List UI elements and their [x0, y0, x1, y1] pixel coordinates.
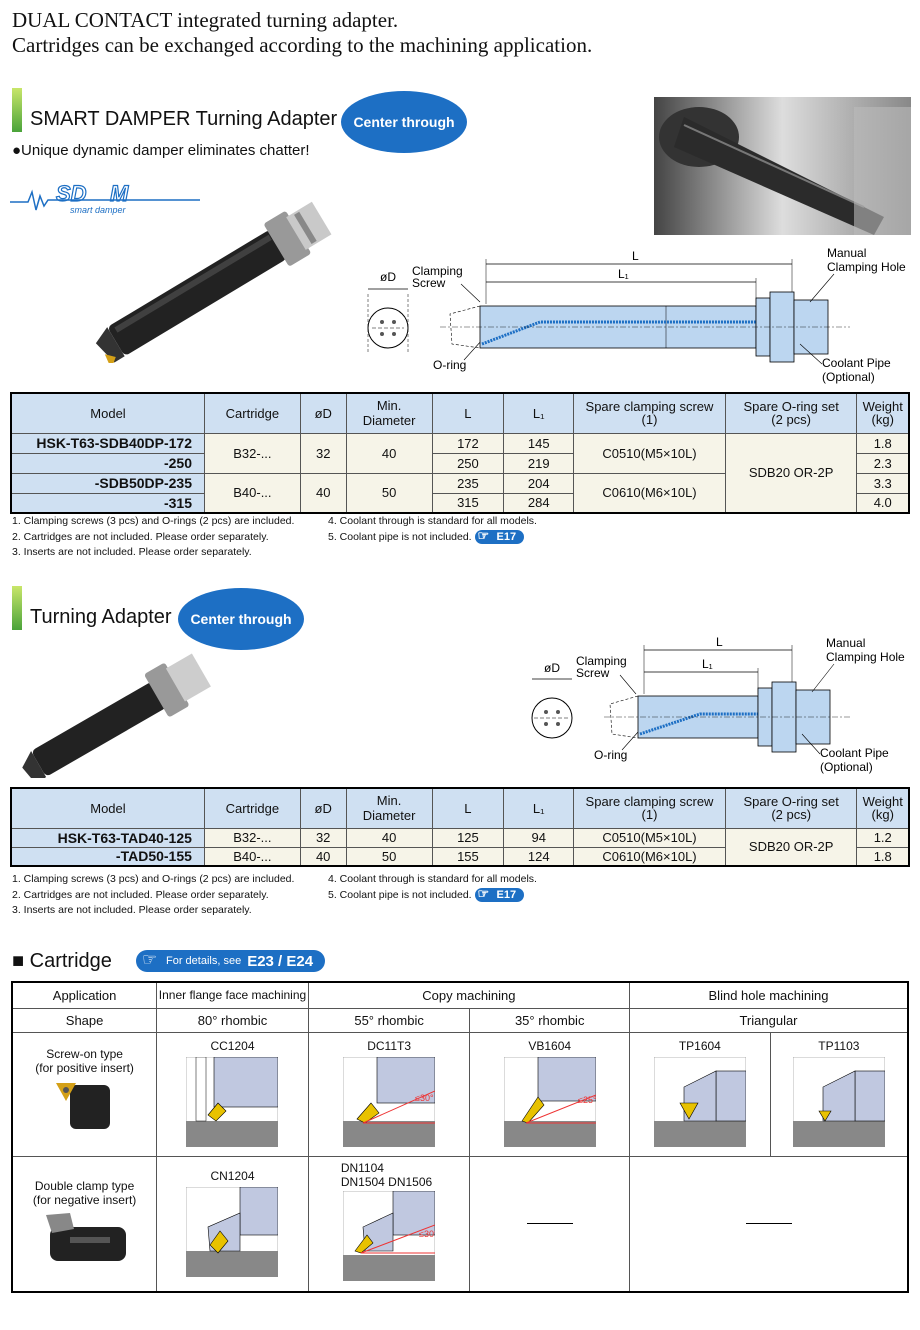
cartridge-table: Application Inner flange face machining … — [11, 981, 909, 1293]
cartridge-title: ■ Cartridge — [12, 950, 112, 972]
optional-label: (Optional) — [820, 760, 873, 774]
cn1204-diagram — [186, 1186, 279, 1277]
th-weight: Weight (kg) — [856, 392, 910, 434]
intro-line-2: Cartridges can be exchanged according to… — [12, 33, 593, 57]
smart-damper-tool-image — [95, 201, 332, 363]
svg-text:≤25°: ≤25° — [578, 1095, 596, 1105]
table-row: Double clamp type (for negative insert) … — [11, 1155, 909, 1293]
section-bar — [12, 88, 22, 132]
th-L: L — [431, 392, 505, 434]
pointing-hand-icon: ☞ — [142, 950, 158, 969]
th-L1: L₁ — [503, 392, 575, 434]
section2-spec-table: Model Cartridge øD Min. Diameter L L₁ Sp… — [10, 787, 910, 867]
L1-label: L₁ — [618, 267, 629, 281]
screw-on-cartridge-image — [55, 1082, 110, 1129]
manual-hole-label: Manual — [826, 636, 865, 650]
logo-subtext: smart damper — [70, 205, 127, 215]
phiD-label: øD — [380, 270, 396, 284]
svg-text:≤30°: ≤30° — [419, 1229, 435, 1239]
ref-e17-link[interactable]: E17 — [474, 887, 525, 902]
table-row: -SDB50DP-235 B40-... 40 50 235 204 C0610… — [10, 472, 910, 514]
section1-title: SMART DAMPER Turning Adapter — [30, 108, 338, 130]
vb1604-diagram: ≤25° — [503, 1056, 597, 1147]
manual-hole-label: Manual — [827, 246, 866, 260]
table-row: -TAD50-155 B40-... 40 50 155 124 C0610(M… — [10, 846, 910, 867]
svg-text:Screw: Screw — [412, 276, 446, 290]
th-d: øD — [299, 392, 347, 434]
section2-notes-left: 1. Clamping screws (3 pcs) and O-rings (… — [12, 873, 295, 916]
th-oring: Spare O-ring set (2 pcs) — [724, 392, 858, 434]
svg-text:Clamping Hole: Clamping Hole — [827, 260, 906, 274]
smart-damper-logo: SD M smart damper — [10, 182, 200, 215]
section2-title: Turning Adapter — [30, 606, 172, 628]
th-cartridge: Cartridge — [203, 392, 301, 434]
th-min: Min. Diameter — [345, 392, 433, 434]
section2-dimension-diagram: øD Clamping Screw O-ring L L₁ Manual Cla… — [531, 635, 905, 774]
svg-text:SD: SD — [56, 182, 87, 206]
L-label: L — [716, 635, 723, 649]
section1-bullet: ●Unique dynamic damper eliminates chatte… — [12, 142, 310, 159]
table-row: HSK-T63-TAD40-125 B32-... 32 40 125 94 C… — [10, 827, 910, 867]
oring-label: O-ring — [594, 748, 627, 762]
intro-line-1: DUAL CONTACT integrated turning adapter. — [12, 8, 399, 32]
section1-notes-right: 4. Coolant through is standard for all m… — [328, 514, 537, 545]
tp1103-diagram — [792, 1056, 886, 1147]
svg-text:Screw: Screw — [576, 666, 610, 680]
table-row: -315 315 284 4.0 — [10, 492, 910, 514]
svg-text:≤30°: ≤30° — [415, 1093, 434, 1103]
clamping-screw-label: Clamping — [576, 654, 627, 668]
center-through-badge: Center through — [341, 91, 467, 153]
coolant-pipe-label: Coolant Pipe — [820, 746, 889, 760]
svg-text:Clamping Hole: Clamping Hole — [826, 650, 905, 664]
coolant-pipe-label: Coolant Pipe — [822, 356, 891, 370]
section2-notes-right: 4. Coolant through is standard for all m… — [328, 872, 537, 903]
svg-text:M: M — [110, 182, 129, 206]
L-label: L — [632, 249, 639, 263]
L1-label: L₁ — [702, 657, 713, 671]
section1-dimension-diagram: øD Clamping Screw O-ring L L₁ Manual Cla… — [367, 246, 906, 384]
table-row: Screw-on type (for positive insert) CC12… — [11, 1031, 909, 1157]
turning-adapter-tool-image — [22, 653, 211, 778]
optional-label: (Optional) — [822, 370, 875, 384]
section1-notes-left: 1. Clamping screws (3 pcs) and O-rings (… — [12, 515, 295, 558]
dc11t3-diagram: ≤30° — [342, 1056, 436, 1147]
clamping-screw-label: Clamping — [412, 264, 463, 278]
cartridge-details-link[interactable]: ☞ For details, see E23 / E24 — [136, 950, 326, 972]
tp1604-diagram — [653, 1056, 747, 1147]
empty-cell-dash — [526, 1223, 573, 1225]
intro-text: DUAL CONTACT integrated turning adapter.… — [12, 8, 592, 58]
section-bar — [12, 586, 22, 630]
ref-e17-link[interactable]: E17 — [474, 529, 525, 544]
th-screw: Spare clamping screw (1) — [573, 392, 726, 434]
double-clamp-cartridge-image — [45, 1212, 126, 1261]
dn1104-diagram: ≤30° — [342, 1190, 438, 1281]
oring-label: O-ring — [433, 358, 466, 372]
table-row: HSK-T63-SDB40DP-172 B32-... 32 40 172 14… — [10, 432, 910, 514]
th-model: Model — [10, 392, 205, 434]
empty-cell-dash — [745, 1223, 792, 1225]
machining-photo — [654, 97, 911, 235]
section1-spec-table: Model Cartridge øD Min. Diameter L L₁ Sp… — [10, 392, 910, 514]
cc1204-diagram — [186, 1056, 279, 1147]
phiD-label: øD — [544, 661, 560, 675]
center-through-badge: Center through — [178, 588, 304, 650]
